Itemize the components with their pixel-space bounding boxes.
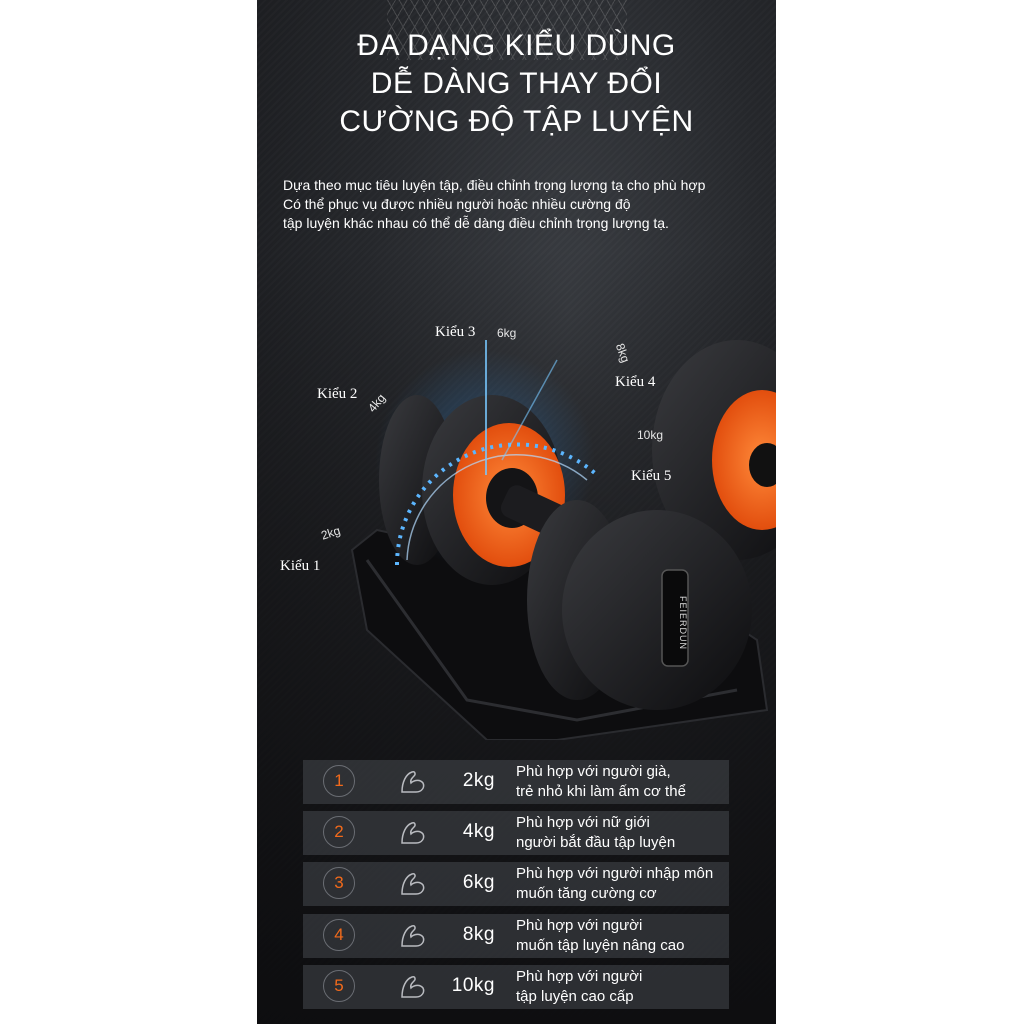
row-desc-line-1: Phù hợp với nữ giới (516, 814, 650, 831)
flexed-arm-icon (401, 976, 425, 998)
subtext-line-3: tập luyện khác nhau có thể dễ dàng điều … (283, 215, 669, 231)
headline-line-3: CƯỜNG ĐỘ TẬP LUYỆN (339, 105, 694, 138)
product-scene: FEIERDUN Kiểu 1 Kiểu 2 Kiểu 3 Kiểu 4 Kiể… (257, 300, 776, 741)
flexed-arm-icon (401, 822, 425, 844)
row-number: 2 (323, 816, 355, 848)
weight-label-6kg: 6kg (497, 326, 517, 340)
dumbbell-illustration (350, 340, 776, 741)
brand-label: FEIERDUN (678, 595, 688, 650)
table-row: 1 2kg Phù hợp với người già, trẻ nhỏ khi… (303, 760, 729, 804)
dial-pointer-2 (501, 359, 558, 461)
dumbbell-front-plates (527, 500, 752, 710)
headline-line-2: DỄ DÀNG THAY ĐỔI (370, 67, 663, 100)
promo-panel: ĐA DẠNG KIỂU DÙNG DỄ DÀNG THAY ĐỔI CƯỜNG… (257, 0, 776, 1024)
subtext-line-2: Có thể phục vụ được nhiều người hoặc nhi… (283, 196, 631, 212)
mode-label-1: Kiểu 1 (280, 558, 321, 574)
subtext-line-1: Dựa theo mục tiêu luyện tập, điều chỉnh … (283, 177, 706, 193)
row-weight: 6kg (462, 872, 495, 893)
mode-label-5: Kiểu 5 (631, 468, 672, 484)
table-row: 4 8kg Phù hợp với người muốn tập luyện n… (303, 914, 729, 958)
table-row: 5 10kg Phù hợp với người tập luyện cao c… (303, 965, 729, 1009)
row-number: 1 (323, 765, 355, 797)
flexed-arm-icon (401, 873, 425, 895)
row-desc-line-1: Phù hợp với người nhập môn (516, 865, 714, 882)
flexed-arm-icon (401, 925, 425, 947)
row-desc-line-2: người bắt đầu tập luyện (516, 834, 676, 851)
row-desc-line-1: Phù hợp với người già, (516, 763, 671, 780)
mode-label-3: Kiểu 3 (435, 324, 476, 340)
row-weight: 10kg (451, 975, 495, 996)
row-desc-line-2: muốn tập luyện nâng cao (516, 937, 685, 954)
row-number: 5 (323, 970, 355, 1002)
mode-label-2: Kiểu 2 (317, 386, 358, 402)
row-number: 4 (323, 919, 355, 951)
row-desc-line-1: Phù hợp với người (516, 917, 643, 934)
dial-arc (394, 442, 599, 566)
mode-label-4: Kiểu 4 (615, 374, 656, 390)
row-weight: 4kg (462, 821, 495, 842)
dumbbell-right (652, 340, 776, 560)
weight-label-10kg: 10kg (637, 428, 664, 442)
row-desc-line-2: muốn tăng cường cơ (516, 885, 657, 902)
row-weight: 8kg (462, 924, 495, 945)
row-weight: 2kg (462, 770, 495, 791)
dial-arc-inner (406, 454, 588, 561)
row-desc-line-2: trẻ nhỏ khi làm ấm cơ thể (516, 783, 686, 800)
flexed-arm-icon (401, 771, 425, 793)
table-row: 2 4kg Phù hợp với nữ giới người bắt đầu … (303, 811, 729, 855)
headline-line-1: ĐA DẠNG KIỂU DÙNG (357, 29, 676, 62)
background-net (387, 0, 627, 60)
row-desc-line-1: Phù hợp với người (516, 968, 643, 985)
table-row: 3 6kg Phù hợp với người nhập môn muốn tă… (303, 862, 729, 906)
row-number: 3 (323, 867, 355, 899)
row-desc-line-2: tập luyện cao cấp (516, 988, 634, 1005)
